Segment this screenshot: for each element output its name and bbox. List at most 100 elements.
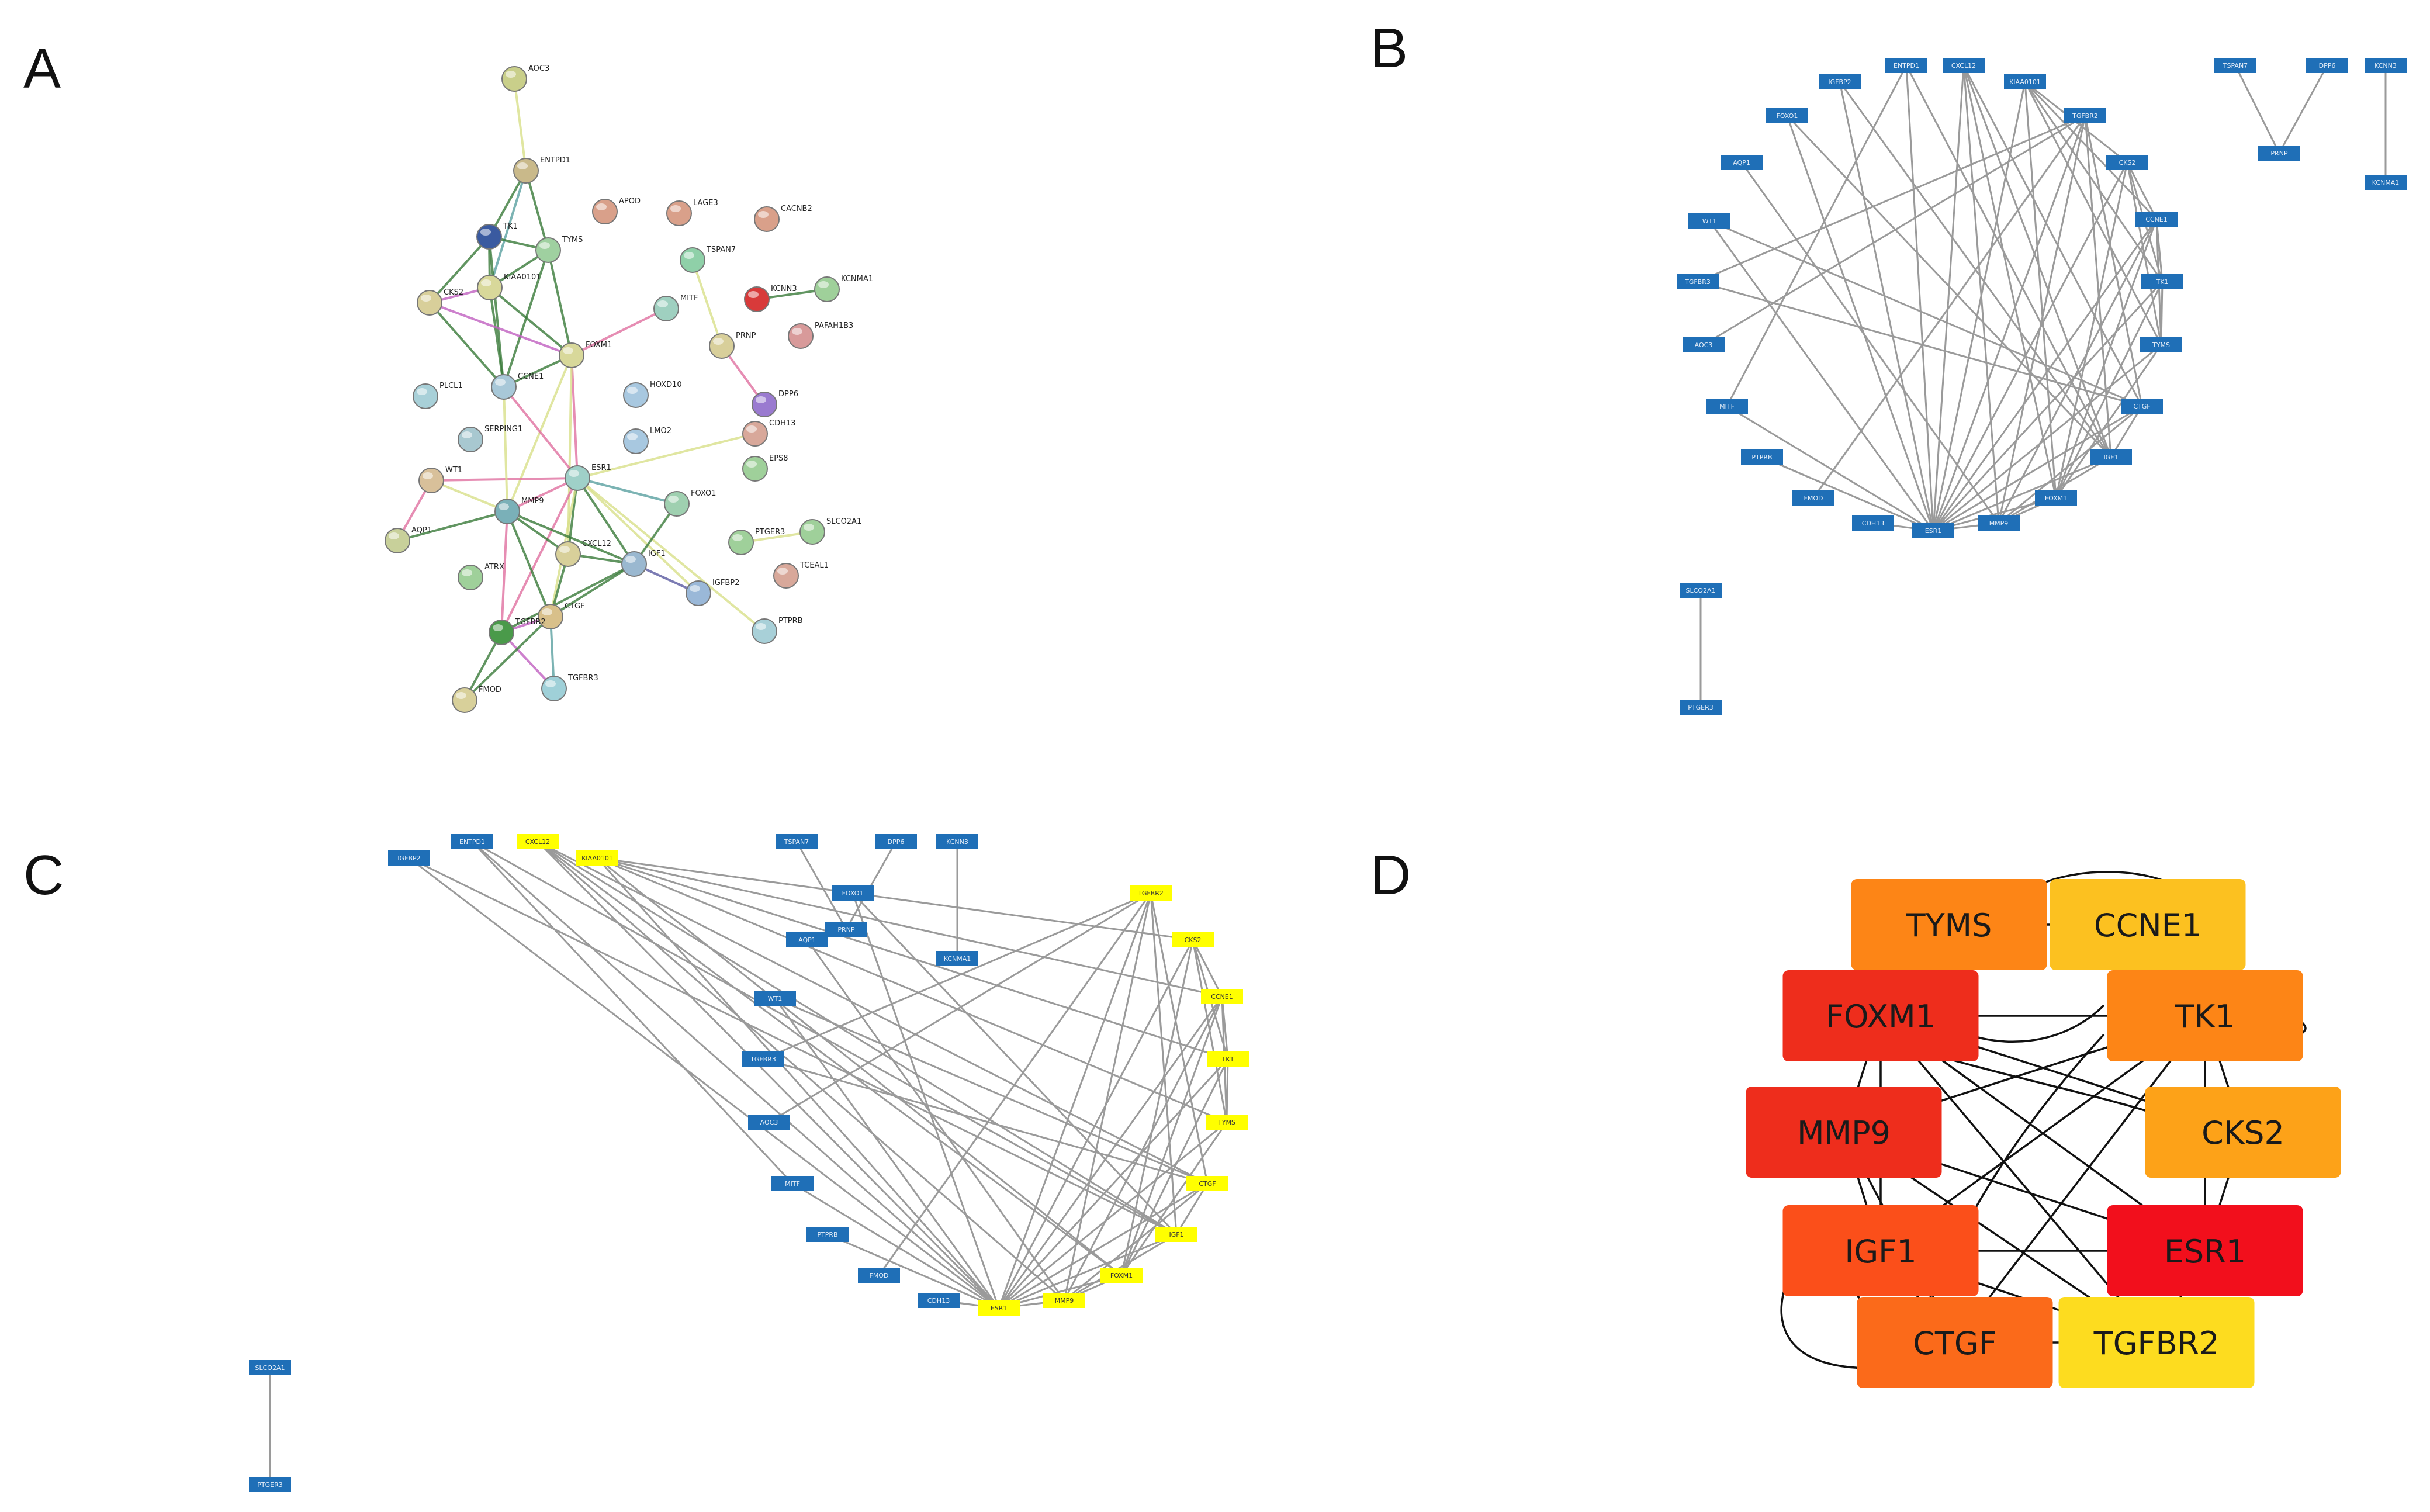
panel-a-node-circle — [621, 551, 647, 577]
panel-b-edge-tk1-esr1 — [1932, 281, 2164, 532]
panel-d-node-box — [1851, 879, 2047, 970]
panel-b-node-box — [2214, 58, 2256, 73]
panel-d-node-box — [2058, 1297, 2255, 1388]
panel-c-node-box — [451, 834, 493, 849]
panel-c-node-label: TSPAN7 — [784, 838, 809, 846]
panel-c-node-wt1: WT1 — [754, 991, 796, 1006]
panel-a-node-cdh13: CDH13 — [742, 419, 795, 447]
panel-b-node-label: IGFBP2 — [1828, 78, 1851, 86]
panel-a-node-circle — [814, 276, 840, 302]
panel-c-edge-ctgf-esr1 — [998, 1182, 1208, 1309]
panel-a-edge-mmp9-aqp1 — [397, 510, 508, 542]
panel-b-edge-kiaa0101-ccne1 — [2024, 81, 2158, 220]
panel-b-node-kcnn3: KCNN3 — [2365, 58, 2407, 73]
panel-a-node-circle — [555, 541, 581, 567]
panel-a-node-label: FMOD — [479, 686, 501, 694]
panel-c-node-label: AQP1 — [798, 936, 816, 944]
panel-c-node-fmod: FMOD — [858, 1268, 900, 1283]
panel-c-node-box — [388, 850, 430, 866]
panel-c-edge-wt1-ctgf — [774, 997, 1208, 1185]
panel-a-node-highlight — [625, 556, 636, 563]
panel-b-edge-fmod-tgfbr2 — [1812, 115, 2086, 499]
panel-c-edge-mitf-esr1 — [792, 1182, 999, 1309]
panel-d-node-igf1: IGF1 — [1782, 1205, 1979, 1296]
panel-a-node-label: CKS2 — [444, 288, 463, 297]
panel-a-node-highlight — [563, 347, 573, 354]
panel-a-edge-tyms-foxm1 — [547, 250, 573, 356]
panel-b-node-tyms: TYMS — [2140, 337, 2182, 352]
panel-a-node-circle — [752, 618, 777, 644]
panel-b-edge-wt1-esr1 — [1708, 220, 1934, 531]
panel-letter-d: D — [1370, 844, 1411, 906]
panel-a-edge-kiaa0101-ccne1 — [489, 287, 505, 387]
panel-b-node-label: WT1 — [1702, 217, 1717, 225]
panel-b-edge-ctgf-mmp9 — [1998, 405, 2142, 524]
panel-b-node-label: TGFBR2 — [2072, 112, 2098, 120]
panel-c-edge-cxcl12-foxm1 — [537, 840, 1122, 1276]
panel-b-node-label: ESR1 — [1925, 527, 1942, 535]
panel-c-edge-tgfbr2-igf1 — [1150, 892, 1178, 1235]
panel-b-node-ptprb: PTPRB — [1741, 449, 1783, 465]
panel-b-edge-tgfbr2-ctgf — [2084, 115, 2143, 407]
panel-a-node-label: ENTPD1 — [540, 156, 570, 165]
panel-c-edge-ctgf-igf1 — [1175, 1183, 1209, 1235]
panel-b-node-foxo1: FOXO1 — [1766, 108, 1808, 123]
panel-d-edge-tk1-ctgf — [1954, 1015, 2206, 1344]
panel-d-node-box — [1746, 1087, 1942, 1178]
panel-b-edge-cks2-esr1 — [1932, 162, 2128, 531]
panel-d-node-box — [1857, 1297, 2053, 1388]
panel-a-node-fmod: FMOD — [452, 686, 501, 713]
panel-c-node-box — [1155, 1227, 1197, 1242]
panel-a-node-kcnn3: KCNN3 — [744, 285, 797, 312]
panel-c-edge-tk1-foxm1 — [1120, 1058, 1229, 1276]
panel-a-node-label: CDH13 — [769, 419, 795, 428]
panel-c-node-box — [748, 1115, 790, 1130]
panel-a-node-label: PRNP — [736, 331, 756, 340]
panel-a-node-label: AQP1 — [411, 526, 432, 535]
panel-a-node-label: CCNE1 — [518, 372, 544, 381]
panel-b-edge-cks2-ccne1 — [2126, 162, 2158, 220]
panel-b-node-mmp9: MMP9 — [1978, 515, 2020, 531]
panel-a-node-prnp: PRNP — [709, 331, 756, 359]
panel-b-edge-ctgf-igf1 — [2110, 406, 2143, 458]
panel-a-edge-foxm1-mitf — [571, 307, 667, 357]
panel-a-node-circle — [494, 499, 520, 524]
panel-a-node-circle — [513, 158, 539, 184]
panel-c-node-aoc3: AOC3 — [748, 1115, 790, 1130]
panel-a-node-circle — [418, 468, 444, 493]
panel-d-node-label: CCNE1 — [2094, 907, 2201, 944]
panel-b-edge-aqp1-mmp9 — [1740, 162, 2000, 524]
panel-a-node-highlight — [732, 534, 743, 541]
panel-c-node-label: CKS2 — [1185, 936, 1202, 944]
panel-d-node-box — [1782, 970, 1979, 1061]
panel-b-node-cdh13: CDH13 — [1852, 515, 1894, 531]
panel-a-node-cacnb2: CACNB2 — [754, 205, 812, 232]
panel-c-node-kiaa0101: KIAA0101 — [576, 850, 618, 866]
panel-a-node-tk1: TK1 — [476, 222, 518, 250]
panel-c-node-box — [1186, 1176, 1228, 1191]
panel-c-node-box — [832, 885, 874, 901]
panel-b-edge-mitf-esr1 — [1726, 405, 1934, 532]
panel-a-node-highlight — [423, 472, 433, 479]
panel-a-node-aqp1: AQP1 — [385, 526, 432, 553]
panel-a-node-circle — [728, 530, 754, 555]
panel-c-node-box — [1130, 885, 1172, 901]
panel-c-node-label: AOC3 — [760, 1119, 778, 1126]
panel-c-node-label: CXCL12 — [525, 838, 550, 846]
panel-a-node-circle — [452, 687, 477, 713]
panel-a-node-igfbp2: IGFBP2 — [686, 579, 739, 606]
panel-a-node-circle — [742, 421, 768, 447]
panel-a-node-highlight — [506, 71, 516, 78]
panel-c-node-box — [1201, 989, 1243, 1004]
panel-b-edge-tgfbr2-esr1 — [1932, 115, 2086, 531]
panel-d-node-label: ESR1 — [2164, 1233, 2246, 1270]
panel-c-node-label: ESR1 — [991, 1305, 1008, 1312]
panel-a-node-circle — [417, 290, 442, 316]
panel-c-node-box — [806, 1227, 849, 1242]
panel-d-node-box — [1782, 1205, 1979, 1296]
panel-b-node-label: FOXO1 — [1777, 112, 1798, 120]
panel-c-node-label: SLCO2A1 — [255, 1364, 285, 1372]
panel-a-edge-esr1-mmp9 — [507, 477, 578, 513]
